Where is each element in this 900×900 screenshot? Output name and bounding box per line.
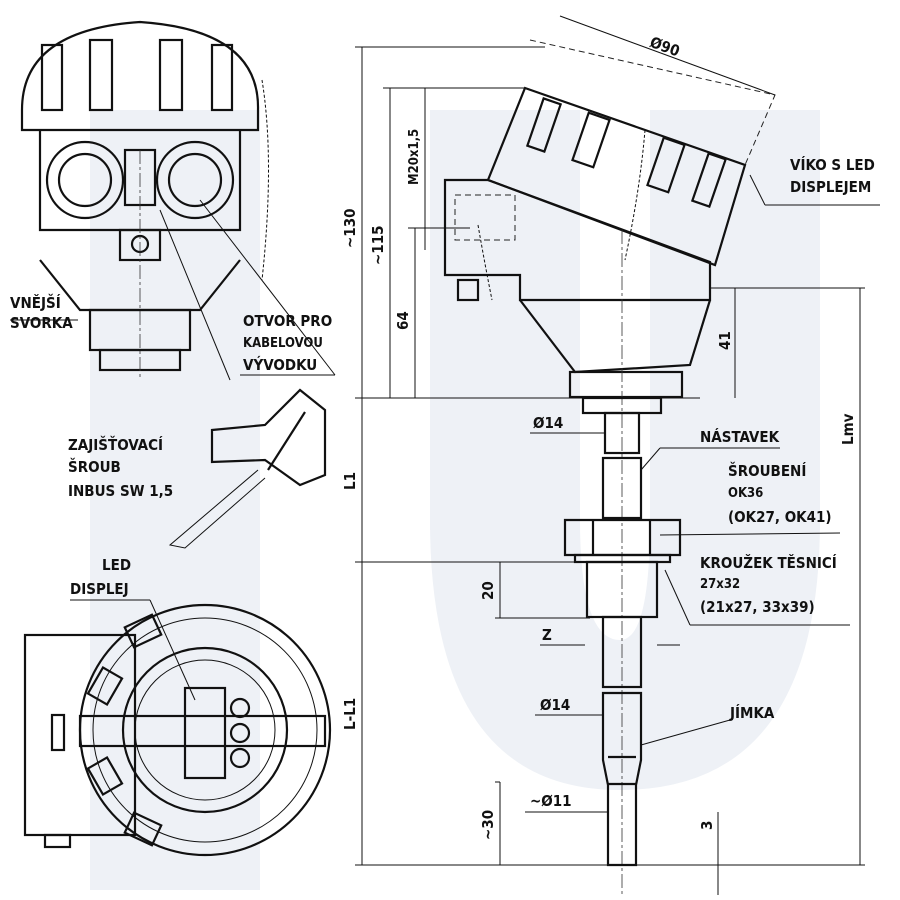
cable-gland-label-2: KABELOVOU [243,336,323,351]
dim-height-total: ~130 [341,209,359,248]
fitting-label-1: ŠROUBENÍ [728,461,806,480]
fitting-label-3: (OK27, OK41) [728,508,832,526]
dim-thread-length: 20 [479,581,497,600]
watermark-logo [90,110,820,890]
dim-l-minus-l1: L-L1 [341,698,359,730]
cable-gland-label-1: OTVOR PRO [243,312,332,330]
dim-cover-diameter: Ø90 [648,33,683,60]
dimension-lines [355,15,880,895]
dim-well-diameter: Ø14 [540,696,570,714]
display-button-icon [229,697,251,719]
cover-label-1: VÍKO S LED [790,155,875,174]
side-view [443,39,776,895]
extension-label: NÁSTAVEK [700,427,780,446]
fitting-label-2: OK36 [728,486,763,501]
dim-z: Z [542,626,552,644]
sealing-ring-label-1: KROUŽEK TĚSNICÍ [700,553,837,572]
labels: VNĚJŠÍ SVORKA OTVOR PRO KABELOVOU VÝVODK… [10,155,875,722]
locking-screw-label-3: INBUS SW 1,5 [68,482,173,500]
dimension-texts: Ø90 ~130 ~115 M20x1,5 64 41 Ø14 L1 20 Z … [341,33,857,840]
dim-height-64: 64 [394,311,412,330]
dim-l1: L1 [341,472,359,490]
front-view [10,20,336,381]
dim-tip-diameter: ~Ø11 [530,792,572,810]
led-display [183,686,227,780]
thermowell-label: JÍMKA [729,703,775,722]
cover-label-2: DISPLEJEM [790,178,871,196]
dim-extension-diameter: Ø14 [533,414,563,432]
external-terminal-label-2: SVORKA [10,314,73,332]
dim-thread: M20x1,5 [407,129,422,185]
dim-tip-offset: 3 [698,821,716,830]
top-view [23,599,332,857]
locking-screw-detail [168,388,327,549]
dim-height-41: 41 [716,331,734,350]
external-terminal-label-1: VNĚJŠÍ [10,293,61,312]
dim-tip-length: ~30 [479,810,497,840]
dim-lmv: Lmv [839,413,857,445]
cable-gland-label-3: VÝVODKU [243,355,317,374]
dim-height-115: ~115 [369,226,387,265]
display-button-icon [229,722,251,744]
locking-screw-label-2: ŠROUB [68,457,121,476]
display-button-icon [229,747,251,769]
led-display-label-2: DISPLEJ [70,580,129,598]
led-display-label-1: LED [102,556,131,574]
sealing-ring-label-2: 27x32 [700,577,740,592]
locking-screw-label-1: ZAJIŠŤOVACÍ [68,435,163,454]
sealing-ring-label-3: (21x27, 33x39) [700,598,815,616]
